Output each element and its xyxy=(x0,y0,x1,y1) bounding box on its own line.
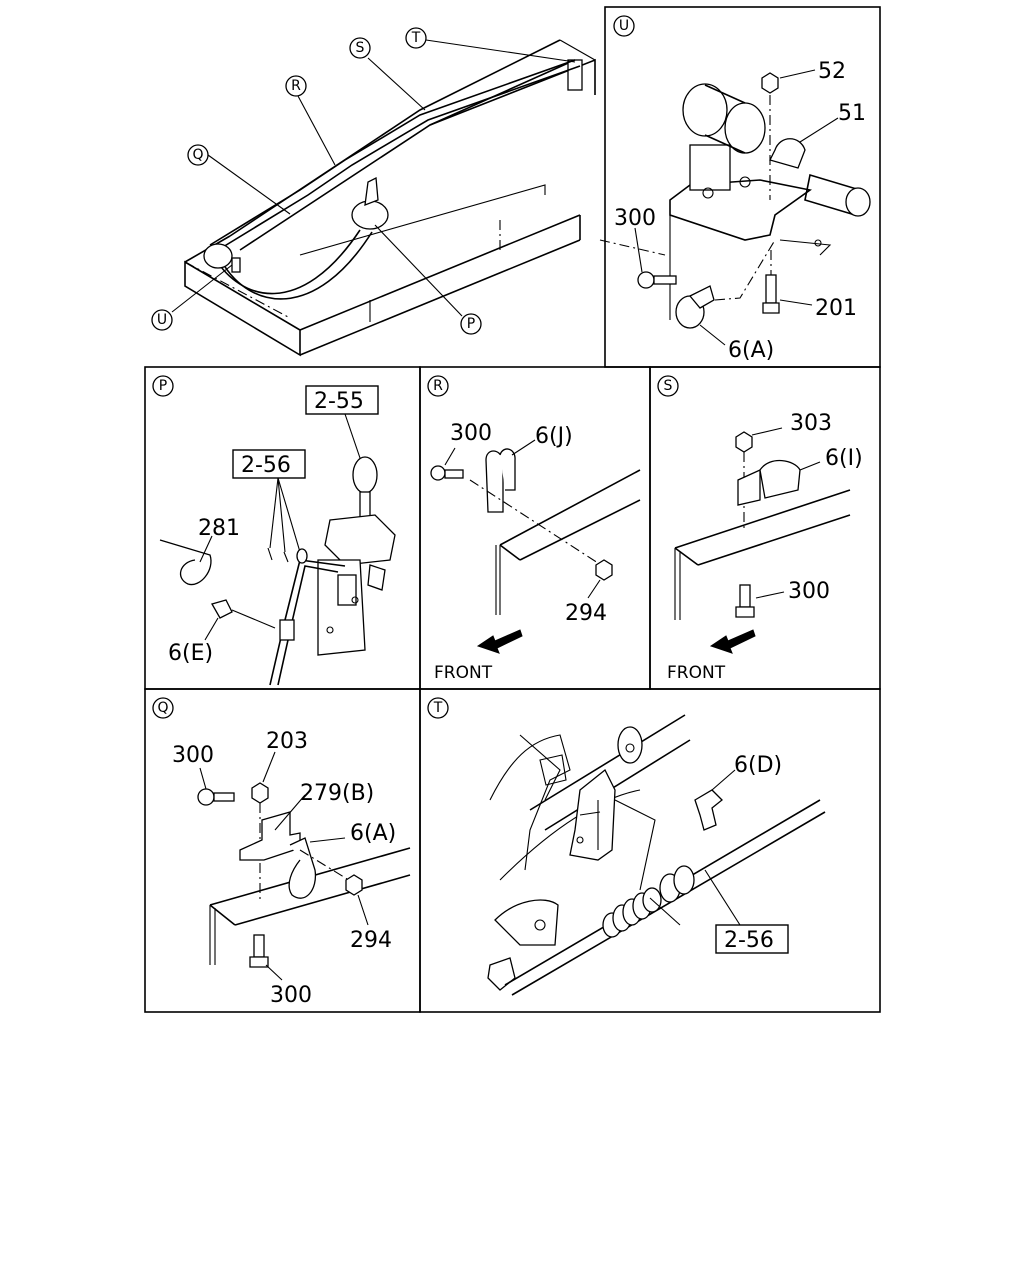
panel-p-letter: P xyxy=(159,378,167,394)
panel-r: R 300 6(J) 294 FRONT xyxy=(427,375,641,683)
part-label-300-bottom: 300 xyxy=(270,983,312,1008)
panel-u-letter: U xyxy=(619,18,629,34)
part-label-300b: 300 xyxy=(788,579,830,604)
front-label-s: FRONT xyxy=(667,663,726,683)
panel-frames xyxy=(144,6,881,1013)
ref-box-2-56-t xyxy=(715,924,789,954)
panel-q-letter: Q xyxy=(157,700,168,716)
part-label-300: 300 xyxy=(450,421,492,446)
callout-q: Q xyxy=(187,144,209,166)
callout-r-label: R xyxy=(291,78,301,94)
panel-q: Q 300 203 279(B) 6(A) 294 300 xyxy=(152,697,411,1008)
frame-s xyxy=(649,366,881,690)
callout-s-label: S xyxy=(356,40,365,56)
panel-s: S 303 6(I) 300 FRONT xyxy=(657,375,863,683)
panel-p: P 2-55 2-56 281 6(E) xyxy=(152,375,396,686)
part-label-300: 300 xyxy=(614,206,656,231)
overview-illustration xyxy=(171,39,596,357)
part-label-203: 203 xyxy=(266,729,308,754)
part-label-281: 281 xyxy=(198,516,240,541)
ref-box-2-55 xyxy=(305,385,379,415)
part-label-201: 201 xyxy=(815,296,857,321)
panel-u: U 52 xyxy=(599,15,871,363)
front-label: FRONT xyxy=(434,663,493,683)
panel-t-letter: T xyxy=(433,700,443,716)
part-label-6j: 6(J) xyxy=(535,424,573,449)
part-label-6e: 6(E) xyxy=(168,641,213,666)
part-label-51: 51 xyxy=(838,101,866,126)
part-label-6a-q: 6(A) xyxy=(350,821,396,846)
callout-u-label: U xyxy=(157,312,167,328)
part-label-300-top: 300 xyxy=(172,743,214,768)
panel-t: T xyxy=(427,697,826,996)
part-label-6a: 6(A) xyxy=(728,338,774,363)
part-label-6i: 6(I) xyxy=(825,446,863,471)
panel-s-letter: S xyxy=(664,378,673,394)
callout-s: S xyxy=(349,37,371,59)
callout-p: P xyxy=(460,313,482,335)
callout-q-label: Q xyxy=(192,147,203,163)
callout-p-label: P xyxy=(467,316,475,332)
callout-r: R xyxy=(285,75,307,97)
callout-t-label: T xyxy=(411,30,421,46)
part-label-294-q: 294 xyxy=(350,928,392,953)
panel-r-letter: R xyxy=(433,378,443,394)
ref-label-2-56-t: 2-56 xyxy=(724,928,774,953)
ref-label-2-55: 2-55 xyxy=(314,389,364,414)
callout-t: T xyxy=(405,27,427,49)
part-label-52: 52 xyxy=(818,59,846,84)
part-label-303: 303 xyxy=(790,411,832,436)
ref-box-2-56 xyxy=(232,449,306,479)
part-label-6d: 6(D) xyxy=(734,753,782,778)
frame-t xyxy=(419,688,881,1013)
callout-u: U xyxy=(151,309,173,331)
part-label-294: 294 xyxy=(565,601,607,626)
ref-label-2-56: 2-56 xyxy=(241,453,291,478)
part-label-279b: 279(B) xyxy=(300,781,374,806)
frame-r xyxy=(419,366,651,690)
